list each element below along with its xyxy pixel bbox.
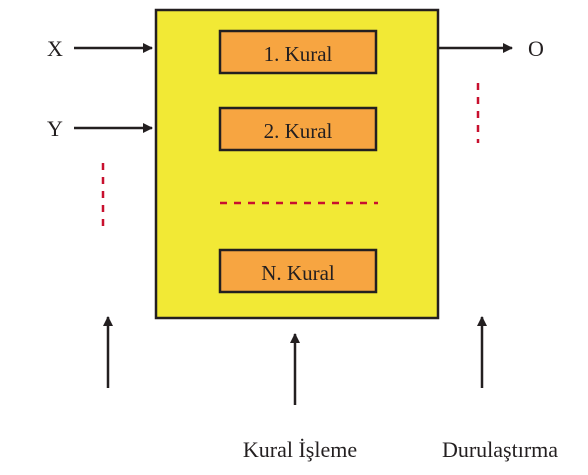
rule-2-box	[218, 106, 378, 152]
input-y-label: Y	[47, 116, 63, 141]
rule-1-box	[218, 29, 378, 75]
rule-2-label: 2. Kural	[264, 119, 333, 143]
input-x-label: X	[47, 36, 63, 61]
rule-n-label: N. Kural	[261, 261, 335, 285]
defuzzification-label: Durulaştırma	[442, 437, 558, 462]
rule-processing-label: Kural İşleme	[243, 437, 357, 462]
rule-n-box	[218, 248, 378, 294]
output-o-label: O	[528, 36, 544, 61]
rule-1-label: 1. Kural	[264, 42, 333, 66]
